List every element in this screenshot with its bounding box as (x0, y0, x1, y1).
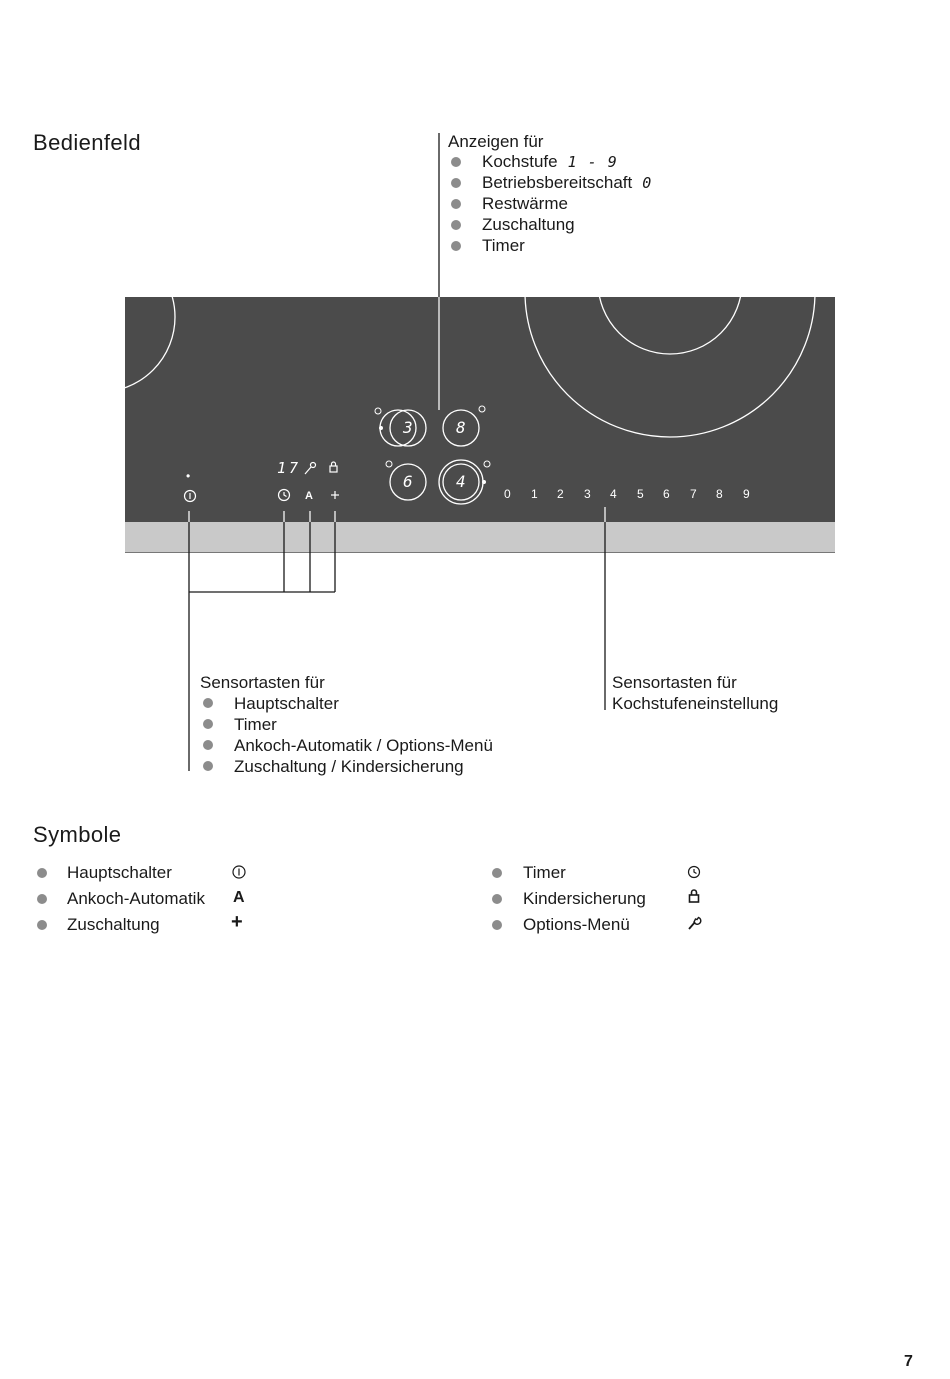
symbol-label-timer: Timer (523, 863, 566, 882)
power-icon (183, 489, 197, 503)
symbol-label-hauptschalter: Hauptschalter (67, 863, 172, 882)
bullet (492, 920, 502, 930)
heading-bedienfeld: Bedienfeld (33, 130, 141, 155)
sensor-left-title: Sensortasten für (200, 673, 325, 692)
scale-key-1[interactable]: 1 (531, 487, 538, 501)
lock-icon (329, 461, 338, 473)
kochstufe-range: 1 - 9 (567, 153, 618, 171)
page-number: 7 (904, 1353, 913, 1370)
bullet (451, 199, 461, 209)
timer-display: 17 (277, 459, 302, 477)
scale-key-2[interactable]: 2 (557, 487, 564, 501)
letter-a-icon: A (305, 490, 313, 502)
heading-symbole: Symbole (33, 822, 122, 847)
wrench-icon (688, 916, 702, 930)
scale-key-4[interactable]: 4 (610, 487, 617, 501)
zone-digit-front-right: 4 (456, 472, 466, 491)
lock-icon (688, 889, 700, 903)
sensor-right-line2: Kochstufeneinstellung (612, 694, 779, 713)
bereitschaft-digit: 0 (642, 174, 653, 192)
letter-a-icon: A (233, 889, 245, 906)
power-indicator-dot: • (186, 469, 191, 483)
bullet (37, 868, 47, 878)
bullet (203, 698, 213, 708)
bullet (37, 894, 47, 904)
cooktop-control-panel: A • 17 3 8 6 4 0 1 2 3 4 5 6 7 8 9 (125, 297, 835, 522)
anzeigen-item-timer: Timer (482, 236, 525, 255)
plus-icon: + (231, 911, 243, 933)
bullet (203, 740, 213, 750)
bullet (451, 241, 461, 251)
sensor-left-item-zuschaltung: Zuschaltung / Kindersicherung (234, 757, 464, 776)
wrench-icon (304, 461, 317, 475)
bullet (37, 920, 47, 930)
bullet (203, 761, 213, 771)
cooking-zone-right-inner-ring (598, 297, 742, 355)
symbol-label-options-menu: Options-Menü (523, 915, 630, 934)
panel-front-strip (125, 522, 835, 553)
scale-key-9[interactable]: 9 (743, 487, 750, 501)
cooktop-graphic: A (125, 297, 816, 505)
clock-icon (687, 865, 701, 879)
scale-key-7[interactable]: 7 (690, 487, 697, 501)
sensor-left-item-timer: Timer (234, 715, 277, 734)
scale-key-3[interactable]: 3 (584, 487, 591, 501)
sensor-left-item-ankoch: Ankoch-Automatik / Options-Menü (234, 736, 493, 755)
zone-digit-rear-right: 8 (456, 418, 466, 437)
bullet (451, 178, 461, 188)
scale-key-6[interactable]: 6 (663, 487, 670, 501)
symbol-label-ankoch: Ankoch-Automatik (67, 889, 205, 908)
bullet (492, 868, 502, 878)
bullet (451, 157, 461, 167)
clock-icon (277, 488, 291, 502)
anzeigen-item-restwaerme: Restwärme (482, 194, 568, 213)
svg-text:A: A (305, 490, 313, 502)
cooking-zone-right-outer-ring (524, 297, 816, 438)
symbol-label-zuschaltung: Zuschaltung (67, 915, 160, 934)
sensor-right-line1: Sensortasten für (612, 673, 737, 692)
zone-select-icon (374, 405, 491, 468)
sensor-left-item-hauptschalter: Hauptschalter (234, 694, 339, 713)
anzeigen-title: Anzeigen für (448, 132, 544, 151)
plus-icon (331, 491, 339, 499)
anzeigen-item-zuschaltung: Zuschaltung (482, 215, 575, 234)
scale-key-8[interactable]: 8 (716, 487, 723, 501)
scale-key-0[interactable]: 0 (504, 487, 511, 501)
bullet (492, 894, 502, 904)
zone-digit-rear-left: 3 (403, 418, 413, 437)
bullet (203, 719, 213, 729)
symbol-label-kindersicherung: Kindersicherung (523, 889, 646, 908)
zone-display-rear-right (442, 409, 480, 447)
cooking-zone-left-ring (125, 297, 176, 389)
zone-digit-front-left: 6 (403, 472, 413, 491)
bullet (451, 220, 461, 230)
power-icon (232, 865, 246, 879)
scale-key-5[interactable]: 5 (637, 487, 644, 501)
zone-display-front-left (389, 463, 427, 501)
